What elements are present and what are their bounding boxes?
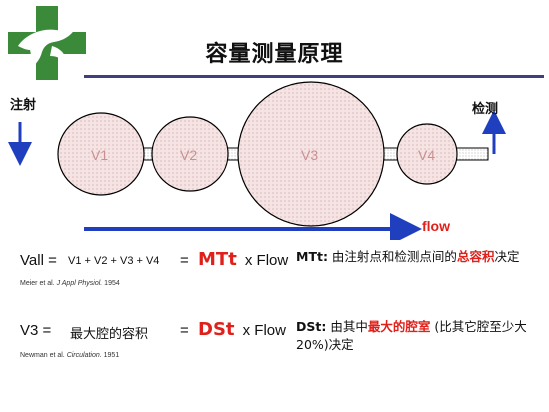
row1-tail: x Flow [244,252,289,269]
row1-note-key: MTt: [296,249,328,264]
row1-note-post: 决定 [494,249,520,264]
row1-term: MTt [198,249,237,270]
row2-term: DSt [198,319,235,340]
inject-label: 注射 [10,98,37,113]
chamber-v4-label: V4 [418,147,435,163]
row1-ref-journal: J Appl Physiol. [56,280,103,287]
chamber-v3 [237,81,385,227]
chamber-v1 [57,112,145,196]
row2-ref-year: 1951 [101,352,120,359]
row1-note: MTt: 由注射点和检测点间的总容积决定 [296,248,542,266]
row2-note: DSt: 由其中最大的腔室 (比其它腔至少大 20%)决定 [296,318,542,354]
row2-ref-authors: Newman et al. [20,352,67,359]
page-title: 容量测量原理 [205,42,344,67]
row1-ref-authors: Meier et al. [20,280,57,287]
chamber-v1-label: V1 [91,147,108,163]
detect-label: 检测 [472,102,499,117]
row2-note-post: (比其它腔至少大 20%)决定 [296,319,527,352]
row1-note-pre: 由注射点和检测点间的 [327,249,457,264]
row2-tail: x Flow [242,322,286,339]
row2-ref-journal: Circulation. [66,352,102,359]
chamber-v3-label: V3 [301,147,318,163]
row1-ref-year: 1954 [102,280,120,287]
row2-note-key: DSt: [296,319,327,334]
row1-expr: V1 + V2 + V3 + V4 [68,255,160,267]
title-divider [84,75,544,78]
chamber-v4 [396,123,458,185]
row1-lhs: Vall = [20,252,57,269]
row1-note-highlight: 总容积 [456,249,495,264]
chamber-diagram: V1 V2 V3 V4 flow [8,81,506,240]
chamber-v2 [151,116,229,192]
row2-lhs: V3 = [20,322,52,339]
logo-icon [8,6,86,80]
chamber-v2-label: V2 [180,147,197,163]
row2-note-highlight: 最大的腔室 [367,319,431,334]
row2-term-group: DSt x Flow [198,319,286,340]
row2-note-pre: 由其中 [326,319,368,334]
tube-segment [453,147,489,161]
row1-term-group: MTt x Flow [198,249,288,270]
row2-reference: Newman et al. Circulation. 1951 [20,352,119,359]
row1-eq: = [180,252,189,269]
row2-expr: 最大腔的容积 [70,327,149,342]
flow-label: flow [422,218,450,234]
row1-reference: Meier et al. J Appl Physiol. 1954 [20,280,120,287]
row2-eq: = [180,322,189,339]
